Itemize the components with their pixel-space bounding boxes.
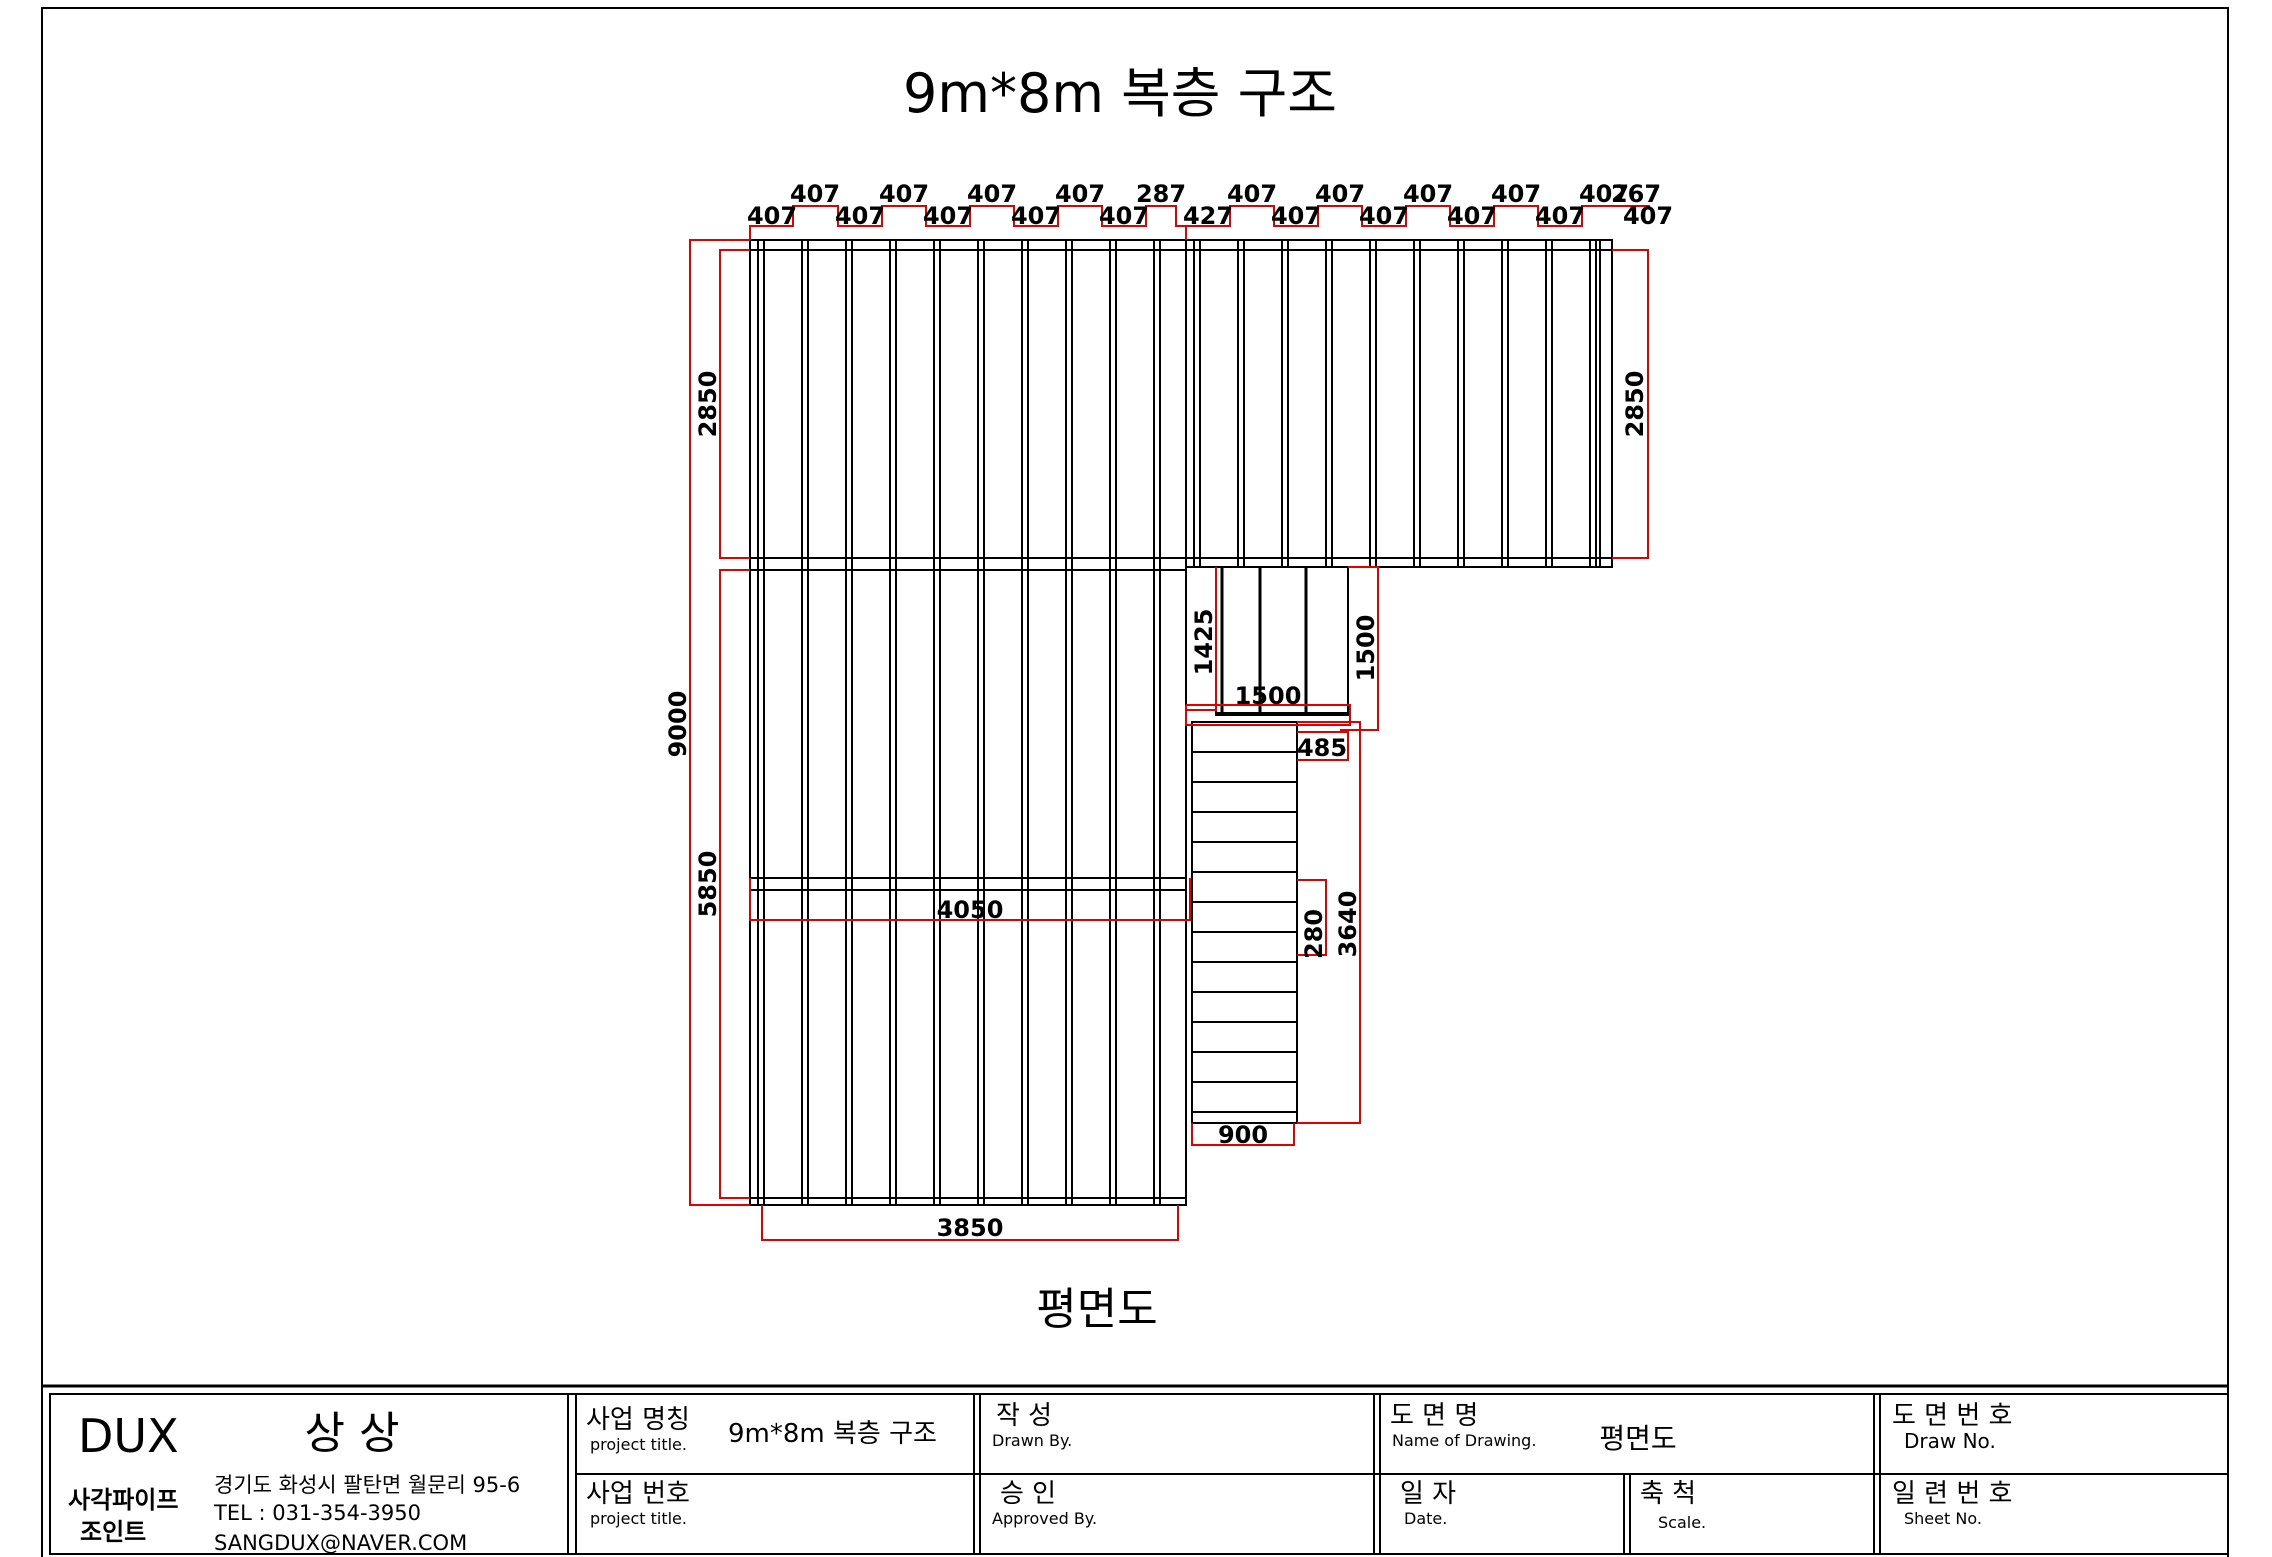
top-dim-lower-label: 407 xyxy=(835,202,885,230)
top-dim-lower-label: 407 xyxy=(1011,202,1061,230)
structure-members xyxy=(750,240,1612,1205)
top-dim-lower-label: 407 xyxy=(1535,202,1585,230)
top-dim-upper-label: 407 xyxy=(1579,180,1629,208)
project-name-value: 9m*8m 복층 구조 xyxy=(728,1419,937,1449)
dim-3850: 3850 xyxy=(937,1214,1004,1242)
drawn-by-label: 작 성 xyxy=(996,1401,1052,1431)
company-address: 경기도 화성시 팔탄면 월문리 95-6 xyxy=(214,1473,520,1497)
draw-no-sub: Draw No. xyxy=(1904,1429,1996,1453)
dim-1500-horizontal: 1500 xyxy=(1235,682,1302,710)
view-name: 평면도 xyxy=(1036,1284,1157,1335)
top-dim-upper-label: 287 xyxy=(1136,180,1186,208)
top-dim-upper-label: 407 xyxy=(1491,180,1541,208)
date-label: 일 자 xyxy=(1400,1479,1456,1509)
structure-plan xyxy=(749,239,1613,1206)
top-dim-lower-label: 407 xyxy=(1359,202,1409,230)
top-dim-upper-label: 407 xyxy=(879,180,929,208)
company-tel: TEL : 031-354-3950 xyxy=(213,1501,421,1525)
drawing-name-value: 평면도 xyxy=(1599,1422,1676,1455)
scale-sub: Scale. xyxy=(1658,1513,1706,1532)
dim-3640: 3640 xyxy=(1334,891,1362,958)
dim-1425: 1425 xyxy=(1190,609,1218,676)
dim-2850-left: 2850 xyxy=(694,371,722,438)
top-dim-upper-label: 407 xyxy=(1227,180,1277,208)
drawing-name-sub: Name of Drawing. xyxy=(1392,1431,1536,1450)
project-no-sub: project title. xyxy=(590,1509,687,1528)
drawn-by-sub: Drawn By. xyxy=(992,1431,1072,1450)
dim-5850: 5850 xyxy=(694,851,722,918)
drawing-name-label: 도 면 명 xyxy=(1390,1401,1478,1431)
date-sub: Date. xyxy=(1404,1509,1447,1528)
company-email: SANGDUX@NAVER.COM xyxy=(214,1531,467,1555)
top-dim-lower-label: 407 xyxy=(1271,202,1321,230)
top-dim-upper-label: 407 xyxy=(1315,180,1365,208)
dim-485: 485 xyxy=(1297,734,1347,762)
top-dimensions-lower: 407 407 407 407 407 427 407 407 407 407 407 xyxy=(747,202,1673,230)
company-logo-text: DUX xyxy=(78,1409,179,1463)
top-dim-lower-label: 407 xyxy=(923,202,973,230)
top-dim-lower-label: 427 xyxy=(1183,202,1233,230)
dim-2850-right: 2850 xyxy=(1621,371,1649,438)
product-line-1: 사각파이프 xyxy=(68,1486,178,1514)
dimension-lines xyxy=(689,205,1650,1241)
project-no-label: 사업 번호 xyxy=(586,1479,690,1509)
draw-no-label: 도 면 번 호 xyxy=(1892,1401,2012,1431)
sheet-no-label: 일 련 번 호 xyxy=(1892,1479,2012,1509)
top-dim-lower-label: 407 xyxy=(747,202,797,230)
title-block xyxy=(42,1384,2229,1555)
approved-by-label: 승 인 xyxy=(1000,1479,1056,1509)
dim-4050: 4050 xyxy=(937,896,1004,924)
top-dim-upper-label: 407 xyxy=(1055,180,1105,208)
top-dim-lower-label: 407 xyxy=(1099,202,1149,230)
dim-9000: 9000 xyxy=(664,691,692,758)
dim-900: 900 xyxy=(1218,1121,1268,1149)
sheet-no-sub: Sheet No. xyxy=(1904,1509,1982,1528)
project-name-sub: project title. xyxy=(590,1435,687,1454)
project-name-label: 사업 명칭 xyxy=(586,1405,690,1435)
dim-280: 280 xyxy=(1300,909,1328,959)
top-dim-upper-label: 407 xyxy=(967,180,1017,208)
product-line-2: 조인트 xyxy=(80,1518,146,1546)
company-korean-name: 상 상 xyxy=(305,1408,400,1459)
approved-by-sub: Approved By. xyxy=(992,1509,1097,1528)
top-dim-lower-label: 407 xyxy=(1447,202,1497,230)
drawing-title: 9m*8m 복층 구조 xyxy=(903,62,1337,125)
top-dim-upper-label: 267 xyxy=(1611,180,1661,208)
dim-1500-vertical: 1500 xyxy=(1352,615,1380,682)
scale-label: 축 척 xyxy=(1640,1479,1696,1509)
top-dim-upper-label: 407 xyxy=(790,180,840,208)
top-dim-upper-label: 407 xyxy=(1403,180,1453,208)
sheet-border xyxy=(41,7,2229,1557)
top-dim-lower-label: 407 xyxy=(1623,202,1673,230)
